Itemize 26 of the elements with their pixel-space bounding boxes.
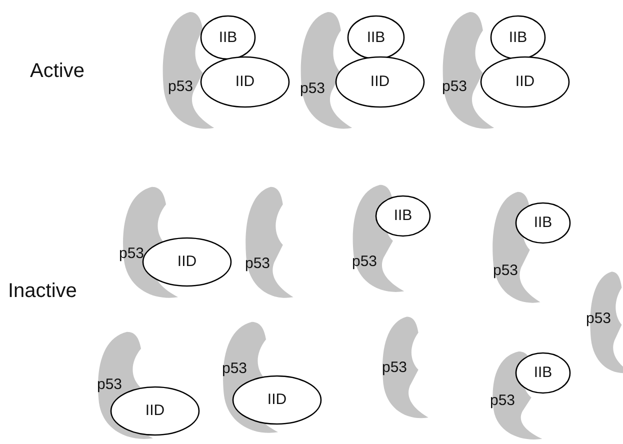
protein-label: p53	[97, 376, 122, 393]
protein-label: p53	[245, 255, 270, 272]
protein-label: IIB	[532, 364, 554, 381]
protein-label: IID	[144, 402, 166, 419]
protein-label: IID	[176, 253, 198, 270]
protein-label: IID	[234, 73, 256, 90]
protein-label: p53	[300, 80, 326, 97]
protein-label: IIB	[366, 28, 386, 46]
protein-label: IIB	[218, 28, 238, 46]
protein-label: p53	[586, 310, 612, 327]
state-label: Active	[30, 60, 84, 83]
protein-label: p53	[168, 78, 194, 95]
protein-label: p53	[382, 359, 408, 376]
protein-label: IIB	[392, 207, 414, 224]
protein-label: p53	[222, 360, 248, 377]
protein-label: IIB	[532, 214, 554, 231]
protein-label: p53	[490, 392, 516, 409]
protein-label: IID	[369, 73, 391, 90]
state-label: Inactive	[8, 280, 77, 303]
protein-label: p53	[442, 78, 468, 95]
protein-label: IIB	[508, 28, 528, 46]
protein-label: IID	[266, 391, 288, 408]
protein-label: IID	[514, 73, 536, 90]
protein-label: p53	[493, 262, 518, 279]
protein-label: p53	[119, 245, 144, 262]
protein-label: p53	[352, 253, 378, 270]
